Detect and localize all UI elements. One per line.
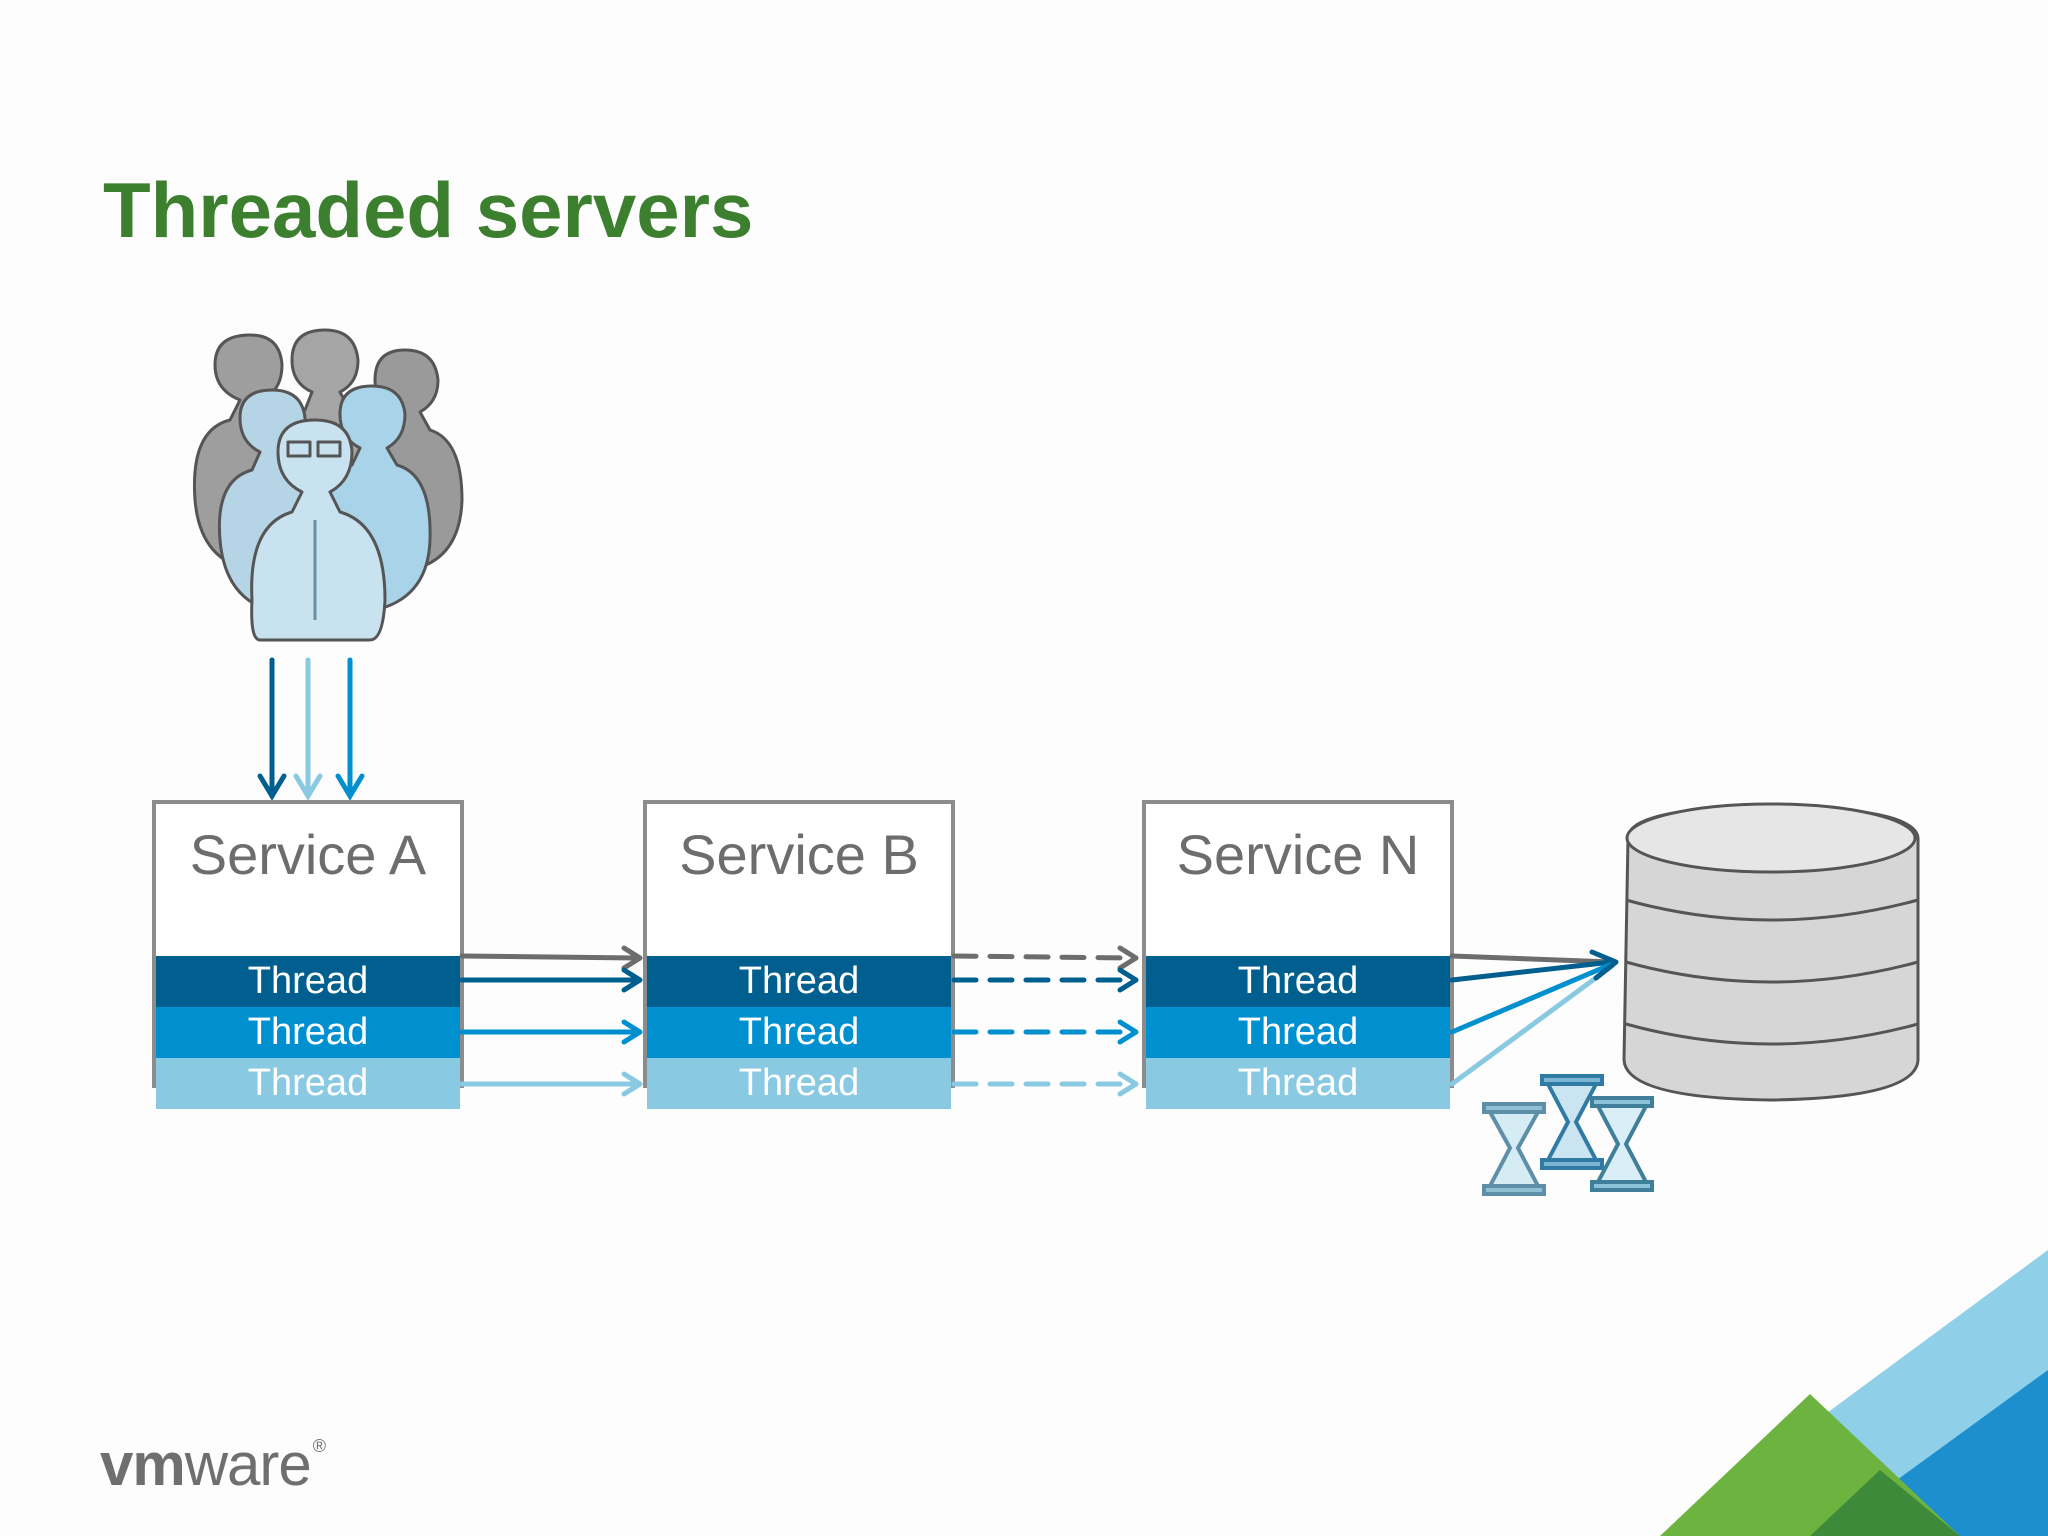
logo-vm: vm: [100, 1431, 186, 1498]
arrow-a-to-b: [459, 945, 643, 1097]
service-name: Service N: [1176, 823, 1420, 886]
service-a-box: Service A Thread Thread Thread: [152, 800, 464, 1109]
arrow-b-to-n: [951, 953, 1135, 1087]
thread-row: Thread: [156, 1007, 460, 1058]
hourglass-icon: [1482, 1102, 1546, 1196]
thread-row: Thread: [156, 956, 460, 1007]
arrowheads-b-to-n: [1117, 945, 1139, 1097]
thread-row: Thread: [1146, 1058, 1450, 1109]
thread-row: Thread: [1146, 1007, 1450, 1058]
service-name: Service A: [189, 823, 427, 886]
thread-row: Thread: [156, 1058, 460, 1109]
page-title: Threaded servers: [103, 166, 754, 254]
thread-row: Thread: [647, 1007, 951, 1058]
service-n-box: Service N Thread Thread Thread: [1142, 800, 1454, 1109]
service-b-box: Service B Thread Thread Thread: [643, 800, 955, 1109]
logo-registered-mark: ®: [312, 1436, 326, 1456]
arrow-n-to-database: [1449, 949, 1619, 1087]
users-group-icon: [192, 328, 464, 642]
vmware-logo: vmware®: [100, 1430, 326, 1499]
thread-row: Thread: [647, 1058, 951, 1109]
hourglass-icon: [1590, 1096, 1654, 1192]
database-icon: [1622, 802, 1920, 1102]
service-name: Service B: [679, 823, 919, 886]
thread-row: Thread: [647, 956, 951, 1007]
thread-row: Thread: [1146, 956, 1450, 1007]
hourglass-icon: [1540, 1074, 1604, 1170]
corner-decoration: [1660, 1250, 2048, 1536]
logo-ware: ware: [184, 1431, 312, 1498]
